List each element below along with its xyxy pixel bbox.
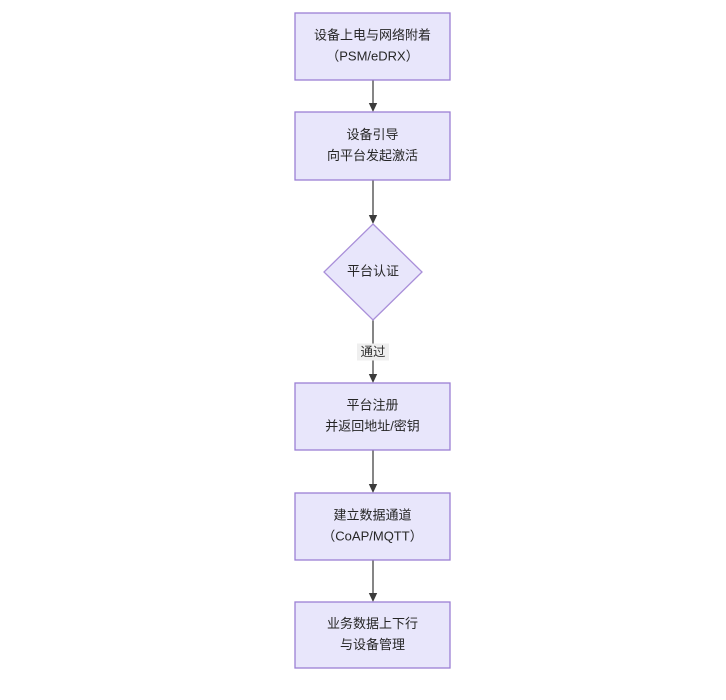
node-label-line: 建立数据通道 bbox=[333, 507, 411, 522]
process-box[interactable] bbox=[294, 601, 451, 669]
arrow-head-icon bbox=[368, 215, 378, 224]
nodes-layer: 设备上电与网络附着 （PSM/eDRX） 设备引导向平台发起激活平台认证平台注册并返… bbox=[294, 12, 451, 669]
edge-label: 通过 bbox=[357, 343, 389, 361]
node-label-line: 平台注册 bbox=[346, 397, 398, 412]
edge-label-background bbox=[357, 343, 389, 361]
edge-labels-layer: 通过 bbox=[357, 343, 389, 361]
node-label-line: 设备引导 bbox=[346, 127, 398, 142]
arrow-head-icon bbox=[368, 484, 378, 493]
flow-node-n5[interactable]: 建立数据通道 （CoAP/MQTT） bbox=[294, 492, 451, 561]
node-label-line: 并返回地址/密钥 bbox=[325, 418, 420, 433]
node-label-line: 与设备管理 bbox=[340, 637, 405, 652]
flow-node-n3[interactable]: 平台认证 bbox=[323, 223, 423, 321]
process-box[interactable] bbox=[294, 111, 451, 181]
flow-edge bbox=[368, 80, 378, 112]
node-label-line: （CoAP/MQTT） bbox=[322, 528, 422, 543]
process-box[interactable] bbox=[294, 492, 451, 561]
node-label-line: （PSM/eDRX） bbox=[326, 48, 418, 63]
arrow-head-icon bbox=[368, 103, 378, 112]
flow-edge bbox=[368, 180, 378, 224]
process-box[interactable] bbox=[294, 382, 451, 451]
arrow-head-icon bbox=[368, 593, 378, 602]
flow-edge bbox=[368, 560, 378, 602]
flow-node-n1[interactable]: 设备上电与网络附着 （PSM/eDRX） bbox=[294, 12, 451, 81]
node-label-line: 设备上电与网络附着 bbox=[314, 27, 431, 42]
node-label-line: 业务数据上下行 bbox=[327, 616, 418, 631]
node-label-line: 向平台发起激活 bbox=[327, 148, 418, 163]
process-box[interactable] bbox=[294, 12, 451, 81]
node-label-line: 平台认证 bbox=[347, 263, 399, 278]
edge-label-text: 通过 bbox=[360, 345, 386, 359]
flow-edge bbox=[368, 450, 378, 493]
arrow-head-icon bbox=[368, 374, 378, 383]
decision-diamond[interactable] bbox=[323, 223, 423, 321]
